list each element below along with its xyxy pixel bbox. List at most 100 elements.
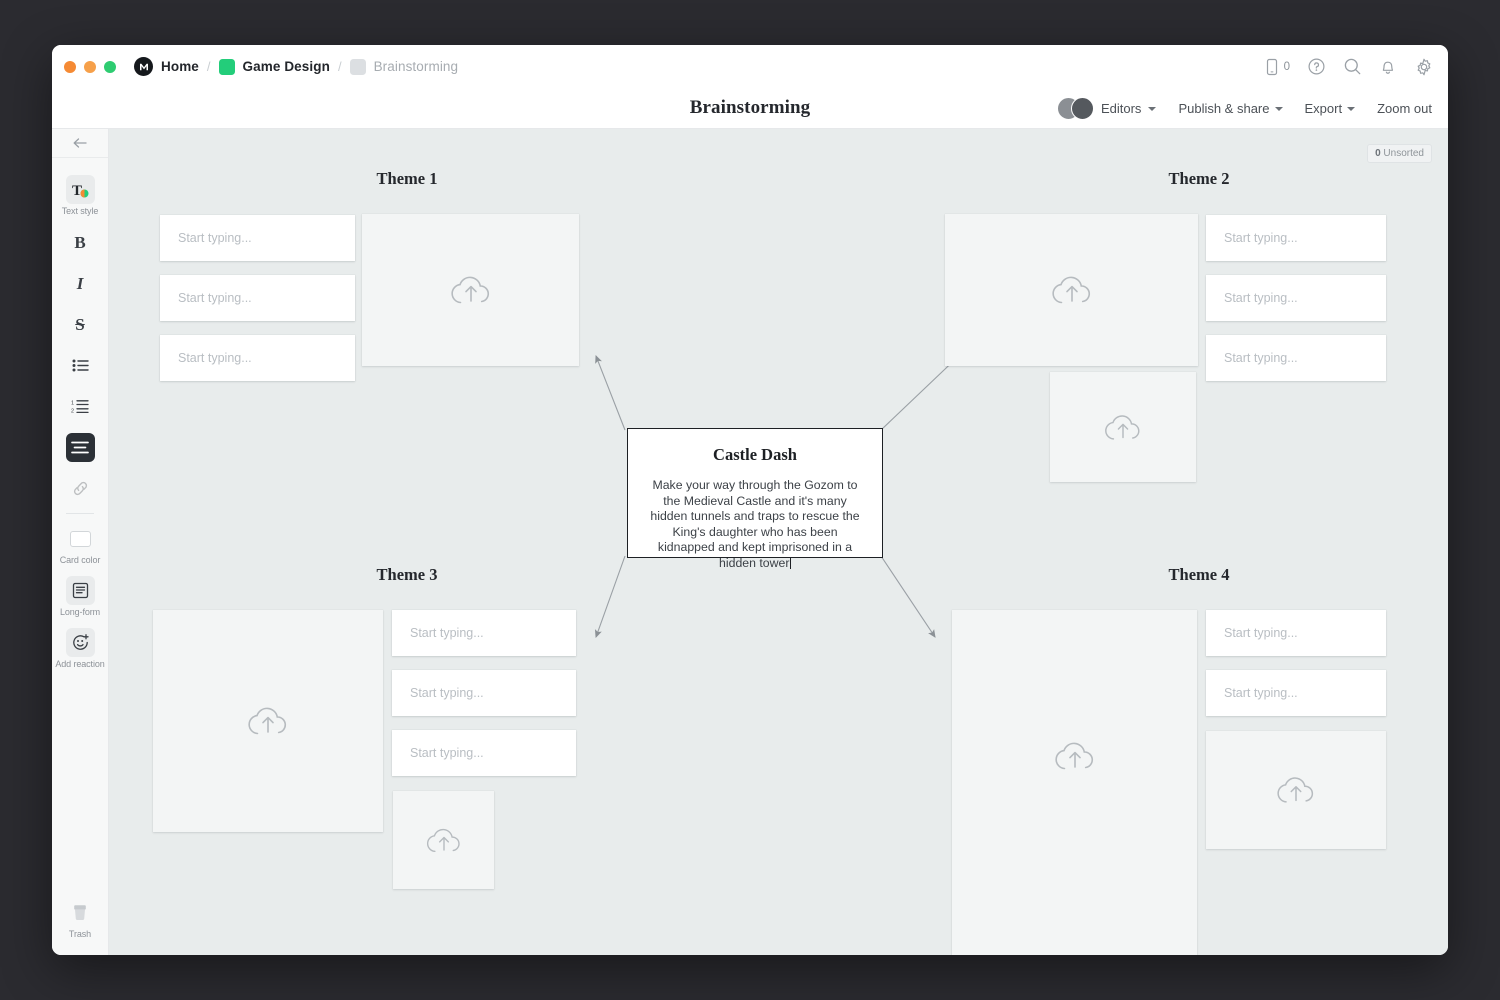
upload-card[interactable] [1206,731,1386,849]
upload-card[interactable] [153,610,383,832]
note-card[interactable]: Start typing... [1206,215,1386,261]
note-card-placeholder: Start typing... [178,231,252,245]
tool-bold[interactable]: B [52,228,108,257]
upload-card[interactable] [393,791,494,889]
publish-share-menu[interactable]: Publish & share [1178,100,1283,116]
window-titlebar: Home / Game Design / Brainstorming 0 [52,45,1448,88]
titlebar-actions: 0 [1264,57,1434,77]
green-swatch-icon [218,58,235,75]
chevron-down-icon [1274,107,1283,111]
tool-card-color[interactable]: Card color [52,524,108,565]
link-icon [66,474,95,503]
cloud-upload-icon [1054,742,1093,770]
toolbar-divider [66,513,94,514]
breadcrumb-item-brainstorming[interactable]: Brainstorming [349,58,459,75]
breadcrumb-item-game-design[interactable]: Game Design [218,58,330,75]
cloud-upload-icon [248,707,287,735]
note-card[interactable]: Start typing... [392,730,576,776]
cloud-upload-icon [1105,414,1140,440]
theme-title-3: Theme 3 [376,565,438,584]
tool-align[interactable] [52,433,108,462]
help-icon[interactable] [1307,57,1326,76]
maximize-window-button[interactable] [104,60,116,73]
focus-card[interactable]: Castle Dash Make your way through the Go… [627,428,883,570]
upload-card[interactable] [362,214,579,366]
theme-title-4: Theme 4 [1168,565,1230,584]
formatting-sidebar: T Text style B I S [52,129,109,955]
mobile-preview-icon[interactable]: 0 [1264,58,1290,76]
theme-title-2: Theme 2 [1168,169,1230,188]
cloud-upload-icon [426,828,460,852]
mobile-preview-count: 0 [1283,60,1290,73]
publish-share-label: Publish & share [1178,100,1270,116]
breadcrumb-separator: / [206,59,211,74]
note-card-placeholder: Start typing... [1224,351,1298,365]
sidebar-back-button[interactable] [52,129,108,158]
document-actions: Editors Publish & share Export Zoom out [1056,96,1432,120]
tool-add-reaction[interactable]: Add reaction [52,628,108,669]
note-card-placeholder: Start typing... [410,746,484,760]
board-canvas[interactable]: 0 Unsorted [109,129,1448,955]
export-menu[interactable]: Export [1305,101,1356,116]
note-card-placeholder: Start typing... [1224,626,1298,640]
breadcrumb-item-home[interactable]: Home [134,57,199,76]
focus-card-text: Make your way through the Gozom to the M… [650,478,860,571]
unsorted-label: Unsorted [1383,148,1424,159]
note-card[interactable]: Start typing... [160,335,355,381]
note-card[interactable]: Start typing... [392,670,576,716]
card-color-icon [66,524,95,553]
focus-card-body[interactable]: Make your way through the Gozom to the M… [646,478,864,572]
bold-icon: B [74,232,86,252]
upload-card[interactable] [945,214,1198,366]
note-card-placeholder: Start typing... [1224,686,1298,700]
tool-card-color-label: Card color [59,555,101,565]
tool-bulleted-list[interactable] [52,351,108,380]
long-form-icon [65,576,95,605]
note-card[interactable]: Start typing... [160,275,355,321]
search-icon[interactable] [1343,57,1362,76]
svg-text:1: 1 [71,401,74,407]
trash-icon [66,898,95,927]
breadcrumb-label-brainstorming: Brainstorming [373,59,459,74]
tool-strikethrough[interactable]: S [52,310,108,339]
upload-card[interactable] [1050,372,1196,482]
editors-menu[interactable]: Editors [1056,96,1157,120]
note-card[interactable]: Start typing... [392,610,576,656]
minimize-window-button[interactable] [84,60,96,73]
notifications-icon[interactable] [1379,57,1397,76]
tool-long-form[interactable]: Long-form [52,576,108,617]
tool-long-form-label: Long-form [59,607,101,617]
text-style-icon: T [65,175,95,204]
note-card[interactable]: Start typing... [1206,275,1386,321]
tool-text-style[interactable]: T Text style [52,175,108,216]
cloud-upload-icon [450,276,489,304]
tool-italic[interactable]: I [52,269,108,298]
note-card-placeholder: Start typing... [178,351,252,365]
breadcrumb-separator-2: / [337,59,342,74]
export-label: Export [1304,100,1343,116]
tool-trash[interactable]: Trash [52,898,108,939]
app-logo-icon [134,57,153,76]
tool-trash-label: Trash [68,929,92,939]
svg-text:2: 2 [71,409,74,415]
align-icon [65,433,95,462]
zoom-out-button[interactable]: Zoom out [1377,101,1432,116]
settings-gear-icon[interactable] [1414,57,1434,77]
window-body: T Text style B I S [52,129,1448,955]
upload-card[interactable] [952,610,1197,955]
document-toolbar: Brainstorming Editors Publish & share Ex… [52,88,1448,129]
focus-card-title: Castle Dash [713,445,797,464]
cloud-upload-icon [1277,777,1314,803]
note-card[interactable]: Start typing... [1206,670,1386,716]
strikethrough-icon: S [75,314,85,334]
traffic-lights [64,60,116,73]
note-card[interactable]: Start typing... [160,215,355,261]
unsorted-badge[interactable]: 0 Unsorted [1367,144,1432,163]
chevron-down-icon [1148,107,1157,111]
note-card-placeholder: Start typing... [1224,231,1298,245]
note-card[interactable]: Start typing... [1206,335,1386,381]
note-card[interactable]: Start typing... [1206,610,1386,656]
close-window-button[interactable] [64,60,76,73]
